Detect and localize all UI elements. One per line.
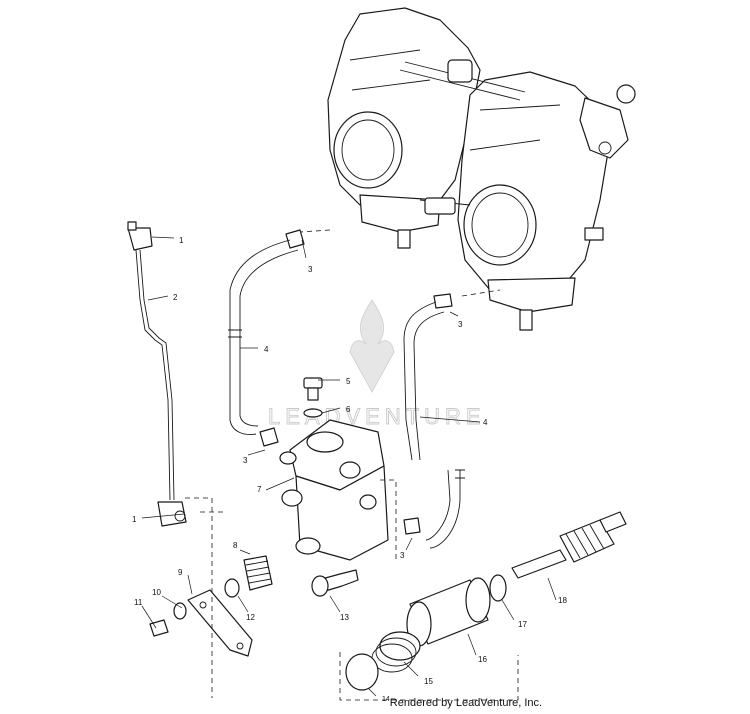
hose-clamps [259, 229, 453, 535]
callout-15: 15 [424, 677, 433, 686]
callout-6: 6 [346, 405, 351, 414]
sleeve-16 [406, 577, 491, 647]
screw-13 [311, 569, 359, 597]
callout-1-bottom: 1 [132, 515, 137, 524]
callout-11: 11 [134, 598, 143, 607]
callout-4-right: 4 [483, 418, 488, 427]
callout-3-lower-right: 3 [400, 551, 405, 560]
callout-2: 2 [173, 293, 178, 302]
phantom-lines [185, 229, 519, 701]
callout-4-left: 4 [264, 345, 269, 354]
footer-credit: 14Rendered by LeadVenture, Inc. [382, 696, 543, 709]
callout-1-top: 1 [179, 236, 184, 245]
callout-16: 16 [478, 655, 487, 664]
flame-logo-icon [349, 299, 395, 393]
callout-12: 12 [246, 613, 255, 622]
callout-14: 14 [382, 696, 390, 703]
o-ring-14 [345, 653, 379, 691]
callout-9: 9 [178, 568, 183, 577]
callout-5: 5 [346, 377, 351, 386]
choke-rod-assembly [127, 221, 187, 527]
spring-15 [371, 631, 421, 673]
callout-labels: 1 2 3 3 4 5 6 4 3 7 1 8 3 9 10 11 12 13 … [132, 236, 567, 686]
callout-10: 10 [152, 588, 161, 597]
rendered-by-text: Rendered by LeadVenture, Inc. [389, 697, 543, 709]
leader-lines [141, 236, 557, 697]
callout-18: 18 [558, 596, 567, 605]
callout-17: 17 [518, 620, 527, 629]
watermark-text: LEADVENTURE [268, 404, 486, 429]
callout-3-upper-right: 3 [458, 320, 463, 329]
callout-8: 8 [233, 541, 238, 550]
callout-3-mid-left: 3 [243, 456, 248, 465]
carburetor-assembly [327, 7, 636, 331]
fuel-hoses [228, 239, 465, 549]
spring-and-linkage [149, 555, 273, 657]
callout-3-upper-left: 3 [308, 265, 313, 274]
callout-13: 13 [340, 613, 349, 622]
drive-shaft-18 [511, 511, 627, 579]
o-ring-17 [489, 574, 507, 602]
fuel-pump-assembly [279, 377, 389, 561]
leadventure-watermark: LEADVENTURE [268, 299, 486, 429]
callout-7: 7 [257, 485, 262, 494]
